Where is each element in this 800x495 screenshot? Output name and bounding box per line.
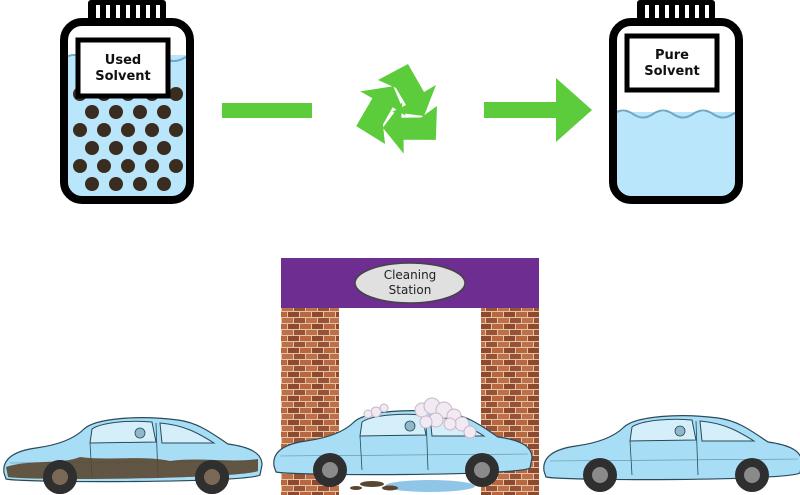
pure-solvent-label-line2: Solvent xyxy=(644,64,700,79)
station-sign-line2: Station xyxy=(389,283,432,297)
pure-solvent-liquid xyxy=(613,112,739,200)
jar-cap-ridges xyxy=(645,5,709,18)
pure-solvent-label-line1: Pure xyxy=(655,48,689,63)
dirty-car xyxy=(3,417,263,495)
cleaning-station: Cleaning Station xyxy=(273,258,539,495)
jar-cap-ridges xyxy=(96,5,160,18)
recycle-icon xyxy=(356,64,437,154)
station-sign xyxy=(354,262,466,304)
jar-body-outline xyxy=(60,18,194,204)
used-solvent-jar: Used Solvent xyxy=(60,0,194,204)
jar-body-outline xyxy=(609,18,743,204)
flow-line-left xyxy=(222,103,312,118)
arrow-right-icon xyxy=(484,78,592,142)
clean-car xyxy=(543,415,800,493)
station-sign-line1: Cleaning xyxy=(384,268,437,282)
pure-solvent-jar: Pure Solvent xyxy=(609,0,743,204)
runoff-puddle xyxy=(350,480,475,492)
used-solvent-label-line1: Used xyxy=(105,53,141,68)
used-solvent-label-line2: Solvent xyxy=(95,69,151,84)
jar-label-frame xyxy=(75,37,171,99)
jar-label-frame xyxy=(624,33,720,93)
solvent-surface-wave xyxy=(613,109,739,119)
soap-foam xyxy=(363,397,477,439)
